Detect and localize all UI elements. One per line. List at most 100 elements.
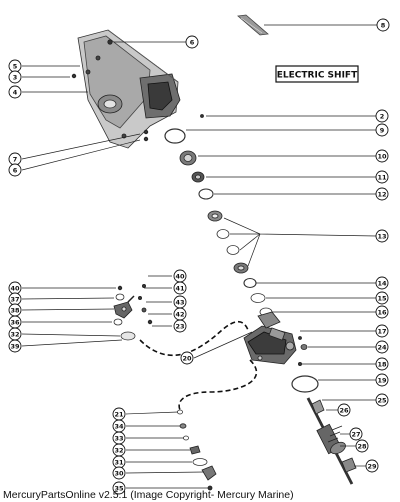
callout-4: 4 (8, 85, 22, 99)
callout-number: 13 (377, 232, 386, 240)
callout-2: 2 (375, 109, 389, 123)
callout-29: 29 (365, 459, 379, 473)
callout-circle (375, 229, 389, 243)
part-15-washer (250, 293, 266, 303)
callout-number: 18 (377, 360, 387, 368)
callout-36: 36 (8, 315, 22, 329)
callout-18: 18 (375, 357, 389, 371)
callout-circle (180, 351, 194, 365)
callout-21: 21 (112, 407, 126, 421)
callout-25: 25 (375, 393, 389, 407)
part-11-nut (191, 171, 205, 183)
callout-35: 35 (112, 481, 126, 495)
part-7-pin (143, 129, 149, 135)
callout-circle (375, 170, 389, 184)
callout-32: 32 (8, 327, 22, 341)
callout-number: 28 (357, 442, 367, 450)
callout-23: 23 (173, 319, 187, 333)
callout-7: 7 (8, 152, 22, 166)
callout-42: 42 (173, 307, 187, 321)
callout-37: 37 (8, 292, 22, 306)
callout-circle (375, 305, 389, 319)
callout-number: 2 (380, 112, 385, 120)
callout-17: 17 (375, 324, 389, 338)
callout-number: 23 (175, 322, 184, 330)
callout-6: 6 (185, 35, 199, 49)
part-12-ring (198, 188, 214, 200)
callout-number: 6 (13, 166, 18, 174)
callout-27: 27 (349, 427, 363, 441)
callout-number: 38 (10, 306, 20, 314)
callout-6b: 6 (8, 163, 22, 177)
shift-cable-lower (178, 359, 258, 411)
callout-circle (376, 18, 390, 32)
callout-circle (355, 439, 369, 453)
leader-lines (21, 24, 378, 489)
callout-number: 9 (380, 126, 385, 134)
callout-41: 41 (173, 281, 187, 295)
callout-number: 24 (377, 343, 387, 351)
callout-circle (173, 281, 187, 295)
callout-20: 20 (180, 351, 194, 365)
callout-number: 30 (114, 469, 124, 477)
diagram-title: ELECTRIC SHIFT (277, 71, 358, 81)
callout-number: 5 (13, 62, 18, 70)
part-14-ring (243, 277, 257, 289)
callout-39: 39 (8, 339, 22, 353)
shift-linkage (113, 283, 153, 341)
callout-number: 11 (377, 173, 387, 181)
main-housing (77, 29, 181, 149)
callout-8: 8 (376, 18, 390, 32)
callout-11: 11 (375, 170, 389, 184)
callout-circle (375, 109, 389, 123)
callout-circle (337, 403, 351, 417)
callout-number: 43 (175, 298, 184, 306)
callout-number: 25 (377, 396, 387, 404)
lower-linkage (177, 409, 217, 491)
callout-number: 3 (13, 73, 18, 81)
callout-circle (185, 35, 199, 49)
callout-circle (375, 276, 389, 290)
callout-40b: 40 (173, 269, 187, 283)
callout-circle (8, 85, 22, 99)
callout-circle (112, 466, 126, 480)
callout-34: 34 (112, 419, 126, 433)
part-19-ring (291, 375, 319, 393)
callout-number: 34 (114, 422, 124, 430)
callout-circle (375, 187, 389, 201)
callout-number: 31 (114, 458, 124, 466)
callout-number: 6 (190, 38, 195, 46)
part-24-pin (300, 344, 308, 350)
callout-number: 37 (10, 295, 19, 303)
callout-10: 10 (375, 149, 389, 163)
callout-number: 41 (175, 284, 185, 292)
callout-number: 27 (351, 430, 360, 438)
callout-number: 40 (10, 284, 20, 292)
callout-circle (375, 373, 389, 387)
part-10-bearing (179, 150, 197, 166)
callout-24: 24 (375, 340, 389, 354)
callout-43: 43 (173, 295, 187, 309)
callout-number: 17 (377, 327, 386, 335)
callout-circle (375, 123, 389, 137)
callout-15: 15 (375, 291, 389, 305)
callout-12: 12 (375, 187, 389, 201)
callout-number: 42 (175, 310, 184, 318)
callout-16: 16 (375, 305, 389, 319)
callout-number: 29 (367, 462, 377, 470)
title-box: ELECTRIC SHIFT (275, 65, 359, 83)
callout-number: 33 (114, 434, 123, 442)
part-2-pin (200, 114, 204, 118)
callout-number: 21 (114, 410, 124, 418)
part-8-strip (237, 14, 269, 36)
callout-9: 9 (375, 123, 389, 137)
callout-number: 8 (381, 21, 386, 29)
callout-number: 35 (114, 484, 124, 492)
callout-13: 13 (375, 229, 389, 243)
callout-number: 19 (377, 376, 387, 384)
shaft-assembly (306, 397, 357, 485)
callout-circle (112, 481, 126, 495)
callout-group: 8653429101176121314151640373836323940414… (8, 18, 390, 495)
image-caption: MercuryPartsOnline v2.5.1 (Image Copyrig… (3, 489, 294, 501)
callout-circle (375, 357, 389, 371)
